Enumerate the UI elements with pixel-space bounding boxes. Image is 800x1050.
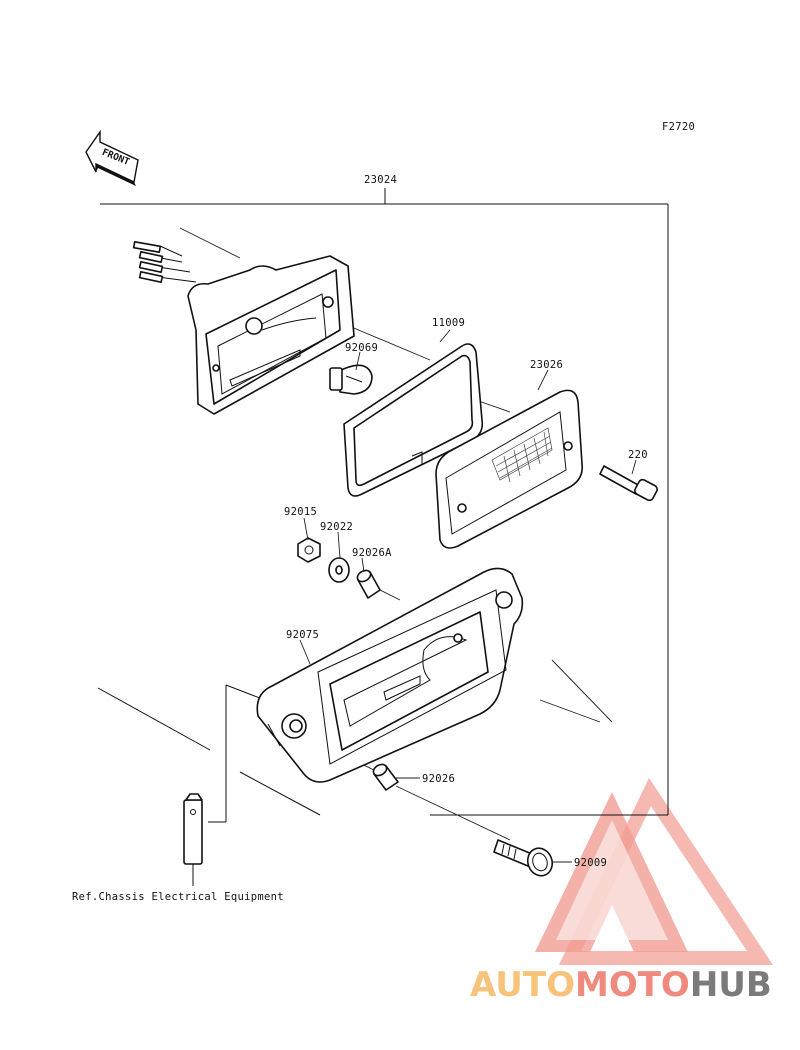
assembly-bracket <box>97 188 669 823</box>
collar-92026-part <box>372 763 399 791</box>
screw-220-part <box>599 465 658 502</box>
bulb-part <box>329 364 373 395</box>
washer-part <box>328 557 350 583</box>
part-label-220: 220 <box>628 449 648 461</box>
front-arrow-icon: FRONT <box>85 129 139 186</box>
lens-reflector-grid <box>491 427 553 483</box>
watermark-auto: AUTO <box>470 965 575 1005</box>
reference-note: Ref.Chassis Electrical Equipment <box>72 891 284 903</box>
taillight-housing-part <box>132 240 355 415</box>
part-label-11009: 11009 <box>432 317 465 329</box>
part-label-92026a: 92026A <box>352 547 392 559</box>
bolt-92009-part <box>493 839 554 877</box>
watermark-text: AUTOMOTOHUB <box>470 965 772 1005</box>
part-label-92015: 92015 <box>284 506 317 518</box>
part-label-23024: 23024 <box>364 174 397 186</box>
collar-92026a-part <box>356 569 381 599</box>
lamp-bracket-part <box>256 567 524 783</box>
figure-code: F2720 <box>662 121 695 133</box>
lens-part <box>435 389 584 549</box>
watermark-moto: MOTO <box>575 965 690 1005</box>
part-label-92069: 92069 <box>345 342 378 354</box>
nut-part <box>297 537 321 563</box>
gasket-part <box>343 343 484 497</box>
watermark-logo <box>535 777 774 965</box>
part-label-92009: 92009 <box>574 857 607 869</box>
part-label-92075: 92075 <box>286 629 319 641</box>
leader-lines <box>299 329 637 863</box>
connector-part <box>183 793 203 886</box>
part-label-23026: 23026 <box>530 359 563 371</box>
watermark-hub: HUB <box>690 965 772 1005</box>
part-label-92026: 92026 <box>422 773 455 785</box>
part-label-92022: 92022 <box>320 521 353 533</box>
